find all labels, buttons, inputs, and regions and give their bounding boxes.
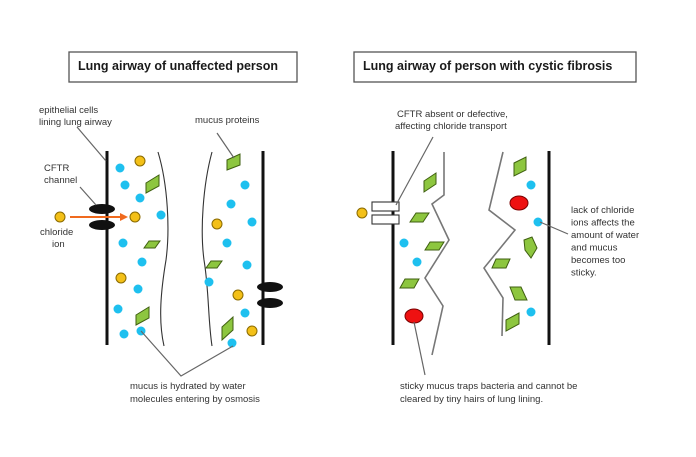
water-molecule-icon — [533, 217, 543, 227]
mucus-protein-icon — [221, 315, 234, 342]
epithelial-leader — [76, 126, 107, 162]
chloride-ion-icon — [246, 325, 258, 337]
mucus-protein-icon — [423, 172, 437, 193]
bacteria-icon — [509, 195, 529, 211]
left-title: Lung airway of unaffected person — [78, 59, 278, 73]
mucus-protein-icon — [409, 212, 430, 223]
chloride-ion-icon — [115, 272, 127, 284]
chloride-ion-icon — [134, 155, 146, 167]
cftr-defect-label: CFTR absent or defective,affecting chlor… — [395, 109, 508, 132]
mucus-protein-icon — [509, 286, 528, 301]
water-molecule-icon — [412, 257, 422, 267]
sticky-mucus-boundary-right — [483, 151, 517, 337]
cftr-channel-leader — [79, 186, 97, 206]
sticky-mucus-leader — [413, 321, 426, 376]
mucus-protein-icon — [505, 312, 520, 332]
water-molecule-icon — [227, 338, 237, 348]
mucus-protein-icon — [226, 153, 241, 171]
water-molecule-icon — [240, 180, 250, 190]
water-molecule-icon — [222, 238, 232, 248]
water-molecule-icon — [113, 304, 123, 314]
mucus-proteins-leader — [216, 132, 235, 159]
sticky-mucus-boundary-left — [424, 152, 450, 356]
cftr-channel-icon — [257, 282, 283, 292]
mucus-protein-icon — [399, 278, 420, 289]
water-molecule-icon — [526, 180, 536, 190]
lack-chloride-leader — [539, 221, 569, 235]
mucus-protein-icon — [513, 156, 527, 177]
water-molecule-icon — [399, 238, 409, 248]
water-molecule-icon — [133, 284, 143, 294]
right-title: Lung airway of person with cystic fibros… — [363, 59, 612, 73]
cftr-channel-icon — [257, 298, 283, 308]
bacteria-icon — [404, 308, 424, 324]
water-molecule-icon — [119, 329, 129, 339]
mucus-protein-icon — [424, 241, 445, 251]
defective-cftr-channel-icon — [371, 201, 400, 212]
water-molecule-icon — [120, 180, 130, 190]
hydrated-leader — [140, 330, 234, 377]
lack-chloride-label: lack of chloride ions affects the amount… — [571, 205, 642, 279]
arrow-head-icon — [120, 213, 128, 221]
water-molecule-icon — [118, 238, 128, 248]
cftr-defect-leader — [395, 136, 434, 206]
cftr-channel-icon — [89, 204, 115, 214]
chloride-ion-icon — [356, 207, 368, 219]
mucus-boundary-left — [157, 151, 169, 347]
cftr-channel-icon — [89, 220, 115, 230]
left-title-box — [68, 51, 298, 83]
chloride-ion-icon — [211, 218, 223, 230]
mucus-protein-icon — [205, 260, 223, 269]
mucus-proteins-label: mucus proteins — [195, 115, 260, 126]
water-molecule-icon — [156, 210, 166, 220]
water-molecule-icon — [135, 193, 145, 203]
right-panel: Lung airway of person with cystic fibros… — [353, 51, 642, 405]
water-molecule-icon — [240, 308, 250, 318]
left-panel: Lung airway of unaffected person — [39, 51, 298, 405]
chloride-ion-icon — [232, 289, 244, 301]
water-molecule-icon — [115, 163, 125, 173]
right-title-box — [353, 51, 637, 83]
water-molecule-icon — [137, 257, 147, 267]
chloride-ion-icon — [54, 211, 66, 223]
mucus-protein-icon — [145, 174, 160, 194]
chloride-ion-icon — [129, 211, 141, 223]
water-molecule-icon — [247, 217, 257, 227]
sticky-mucus-label: sticky mucus traps bacteria and cannot b… — [400, 381, 577, 405]
water-molecule-icon — [226, 199, 236, 209]
defective-cftr-channel-icon — [371, 214, 400, 225]
mucus-protein-icon — [523, 236, 538, 259]
water-molecule-icon — [242, 260, 252, 270]
water-molecule-icon — [204, 277, 214, 287]
mucus-protein-icon — [491, 258, 511, 269]
water-molecule-icon — [526, 307, 536, 317]
mucus-protein-icon — [143, 240, 161, 249]
mucus-boundary-right — [201, 151, 213, 347]
mucus-protein-icon — [135, 306, 150, 326]
